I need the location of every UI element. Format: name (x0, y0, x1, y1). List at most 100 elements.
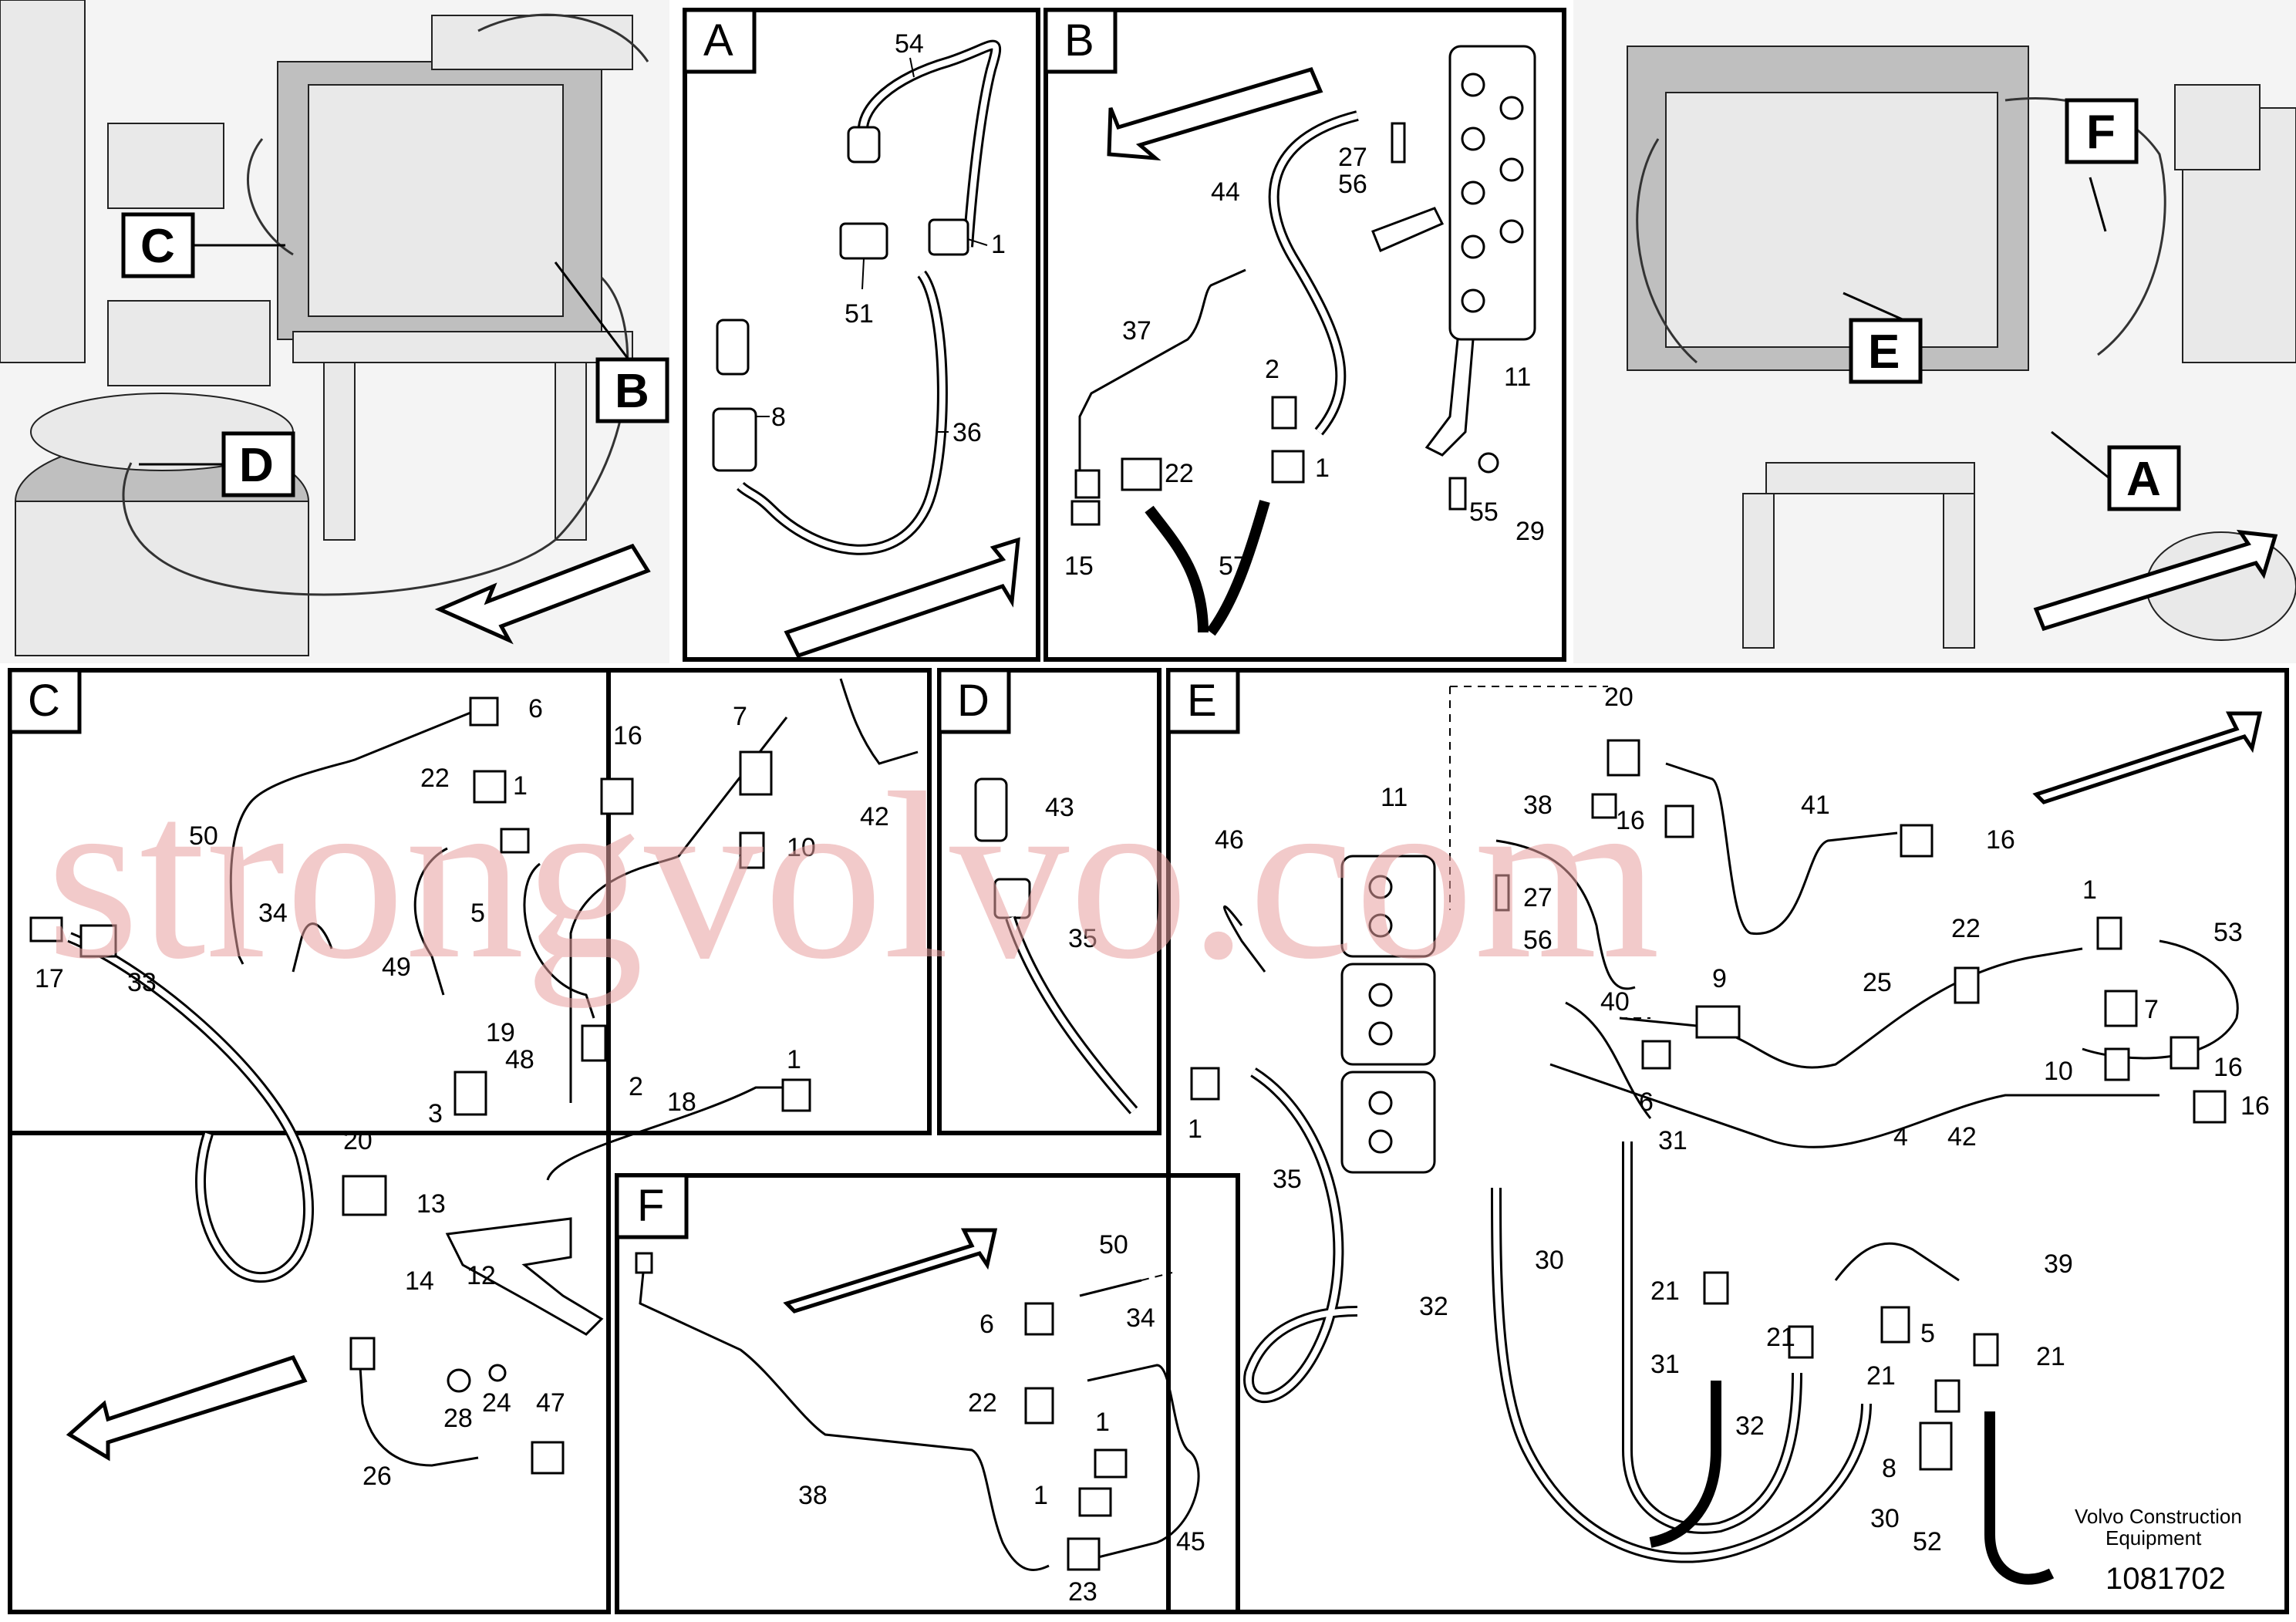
elbow-15 (1070, 500, 1101, 526)
callout-c-6: 6 (528, 694, 543, 723)
callout-f-45: 45 (1176, 1527, 1205, 1556)
callout-c-26: 26 (362, 1462, 392, 1491)
callout-e-40: 40 (1600, 987, 1630, 1017)
tag-box-e (1849, 318, 1923, 384)
elbow-1-e (1190, 1067, 1220, 1101)
callout-b-27: 27 (1338, 143, 1367, 172)
elbow-1-a (928, 218, 969, 256)
elbow-16-e2 (1900, 824, 1934, 858)
callout-c-13: 13 (416, 1189, 446, 1219)
direction-arrow-overview-right (2033, 529, 2278, 632)
motor-valve (107, 300, 271, 386)
elbow-23 (1067, 1537, 1101, 1571)
callout-e-10: 10 (2044, 1057, 2073, 1086)
callout-b-11: 11 (1504, 363, 1531, 392)
tag-c: C (140, 220, 175, 273)
callout-c-3: 3 (428, 1099, 443, 1128)
control-valve-face (308, 84, 564, 317)
callout-e-41: 41 (1801, 791, 1830, 820)
tube-40 (1495, 839, 1636, 990)
callout-e-16d: 16 (2240, 1091, 2270, 1121)
port-b-2 (1461, 126, 1485, 151)
frame-top (292, 331, 633, 363)
panel-a-frame (683, 8, 1040, 662)
plug-21-d (1973, 1333, 1999, 1367)
callout-c-49: 49 (382, 953, 411, 982)
callout-b-37: 37 (1122, 316, 1151, 346)
callout-e-21b: 21 (1766, 1323, 1795, 1352)
port-b-1 (1461, 73, 1485, 97)
fitting-38-end (635, 1252, 653, 1274)
tee-22 (1121, 457, 1162, 491)
frame-leg-right-2 (1943, 493, 1975, 649)
callout-b-22: 22 (1165, 459, 1194, 488)
panel-e: E (1166, 668, 2289, 1614)
hose-30 (1491, 1187, 1872, 1563)
document-number: 1081702 (2106, 1562, 2226, 1596)
direction-arrow-c (66, 1354, 308, 1462)
callout-e-53: 53 (2213, 918, 2243, 947)
panel-e-tag-box (1166, 668, 1240, 734)
port-b-3 (1461, 180, 1485, 205)
callout-f-38: 38 (798, 1481, 828, 1510)
tube-39 (1549, 1063, 2159, 1148)
watermark: strongvolvo.com (46, 744, 1660, 1009)
panel-a-label: A (703, 15, 733, 66)
hose-photo-3 (477, 13, 649, 62)
callout-c-22: 22 (420, 764, 450, 793)
panel-d-label: D (957, 676, 990, 726)
callout-e-11: 11 (1381, 783, 1408, 812)
plug-21-a (1703, 1271, 1729, 1305)
fitting-b-tube-end (1074, 469, 1101, 499)
callout-e-21c: 21 (2036, 1342, 2065, 1371)
callout-c-28: 28 (443, 1404, 473, 1433)
panel-f-label: F (637, 1181, 664, 1231)
port-e-1 (1368, 875, 1393, 899)
frame-leg-right-1 (1742, 493, 1775, 649)
overview-left: C D B (0, 0, 669, 663)
callout-e-56: 56 (1523, 926, 1553, 955)
callout-c-17: 17 (35, 964, 64, 993)
elbow-6-f (1024, 1302, 1054, 1336)
tee-8 (712, 407, 757, 472)
callout-e-7: 7 (2144, 995, 2159, 1024)
panel-b-label: B (1064, 15, 1094, 66)
plug-5-e (1880, 1306, 1910, 1344)
callout-f-34: 34 (1126, 1303, 1155, 1333)
panel-a-tag-box (683, 8, 757, 74)
callout-f-50: 50 (1099, 1230, 1128, 1259)
hose-30-inner (1493, 1187, 1870, 1561)
hose-35-d-inner (1007, 916, 1137, 1113)
callout-d-43: 43 (1045, 793, 1074, 822)
callout-a-1: 1 (991, 230, 1006, 259)
tee-7-e (2104, 990, 2138, 1027)
tube-5 (523, 862, 595, 1019)
overview-right: F E A (1573, 0, 2296, 663)
elbow-6-e (1641, 1040, 1671, 1070)
plug-22-e (1954, 966, 1980, 1004)
callout-b-57: 57 (1219, 551, 1248, 581)
plug-10-c (739, 831, 765, 869)
panel-b-frame (1043, 8, 1566, 662)
fitting-17 (29, 916, 63, 943)
callout-e-8: 8 (1882, 1454, 1896, 1483)
callout-c-50: 50 (189, 821, 218, 851)
callout-c-7: 7 (733, 702, 747, 731)
hose-32 (1649, 1381, 1721, 1548)
bracket-leg-b (1424, 339, 1475, 457)
callout-e-42: 42 (1947, 1122, 1977, 1152)
callout-b-55: 55 (1469, 497, 1499, 527)
tag-f: F (2086, 106, 2116, 159)
port-b-4 (1461, 234, 1485, 259)
tube-48 (569, 717, 788, 1103)
callout-f-1b: 1 (1033, 1481, 1048, 1510)
tag-box-f (2065, 98, 2139, 164)
control-valve-right-face (1665, 92, 1998, 348)
callout-e-30b: 30 (1870, 1504, 1900, 1533)
washer-55 (1478, 452, 1499, 474)
direction-arrow-e (2032, 711, 2263, 804)
tube-42 (839, 678, 919, 765)
port-b-5 (1461, 288, 1485, 313)
tube-49 (413, 847, 448, 996)
fitting-33-end (79, 924, 117, 958)
